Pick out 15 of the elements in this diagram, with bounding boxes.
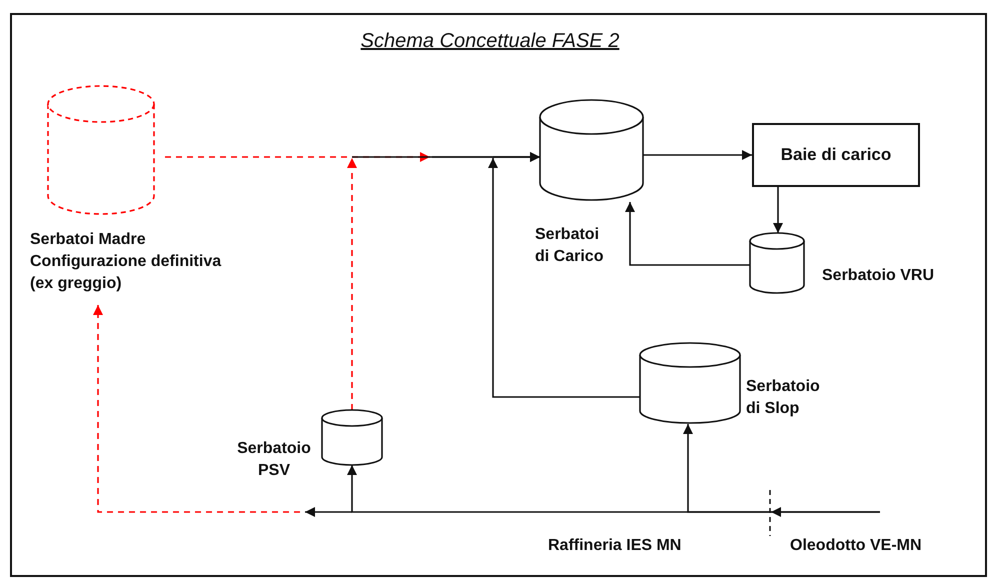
arrow bbox=[773, 187, 783, 233]
tank-label: Serbatoio PSV bbox=[236, 439, 312, 481]
tank-label: Serbatoi di Carico bbox=[535, 225, 604, 267]
arrow bbox=[625, 202, 750, 266]
pipeline-label: Oleodotto VE-MN bbox=[790, 536, 923, 556]
arrow bbox=[488, 152, 640, 398]
process-box: Baie di carico bbox=[752, 123, 920, 187]
arrow bbox=[643, 150, 752, 160]
tank-label: Serbatoio VRU bbox=[822, 266, 936, 286]
arrow bbox=[93, 305, 300, 513]
diagram-title: Schema Concettuale FASE 2 bbox=[360, 30, 620, 53]
pipeline-label: Raffineria IES MN bbox=[548, 536, 682, 556]
arrow bbox=[683, 424, 880, 513]
tank-label: Serbatoi Madre Configurazione definitiva (ex greggio) bbox=[30, 230, 222, 294]
tank-label: Serbatoio di Slop bbox=[746, 377, 821, 419]
